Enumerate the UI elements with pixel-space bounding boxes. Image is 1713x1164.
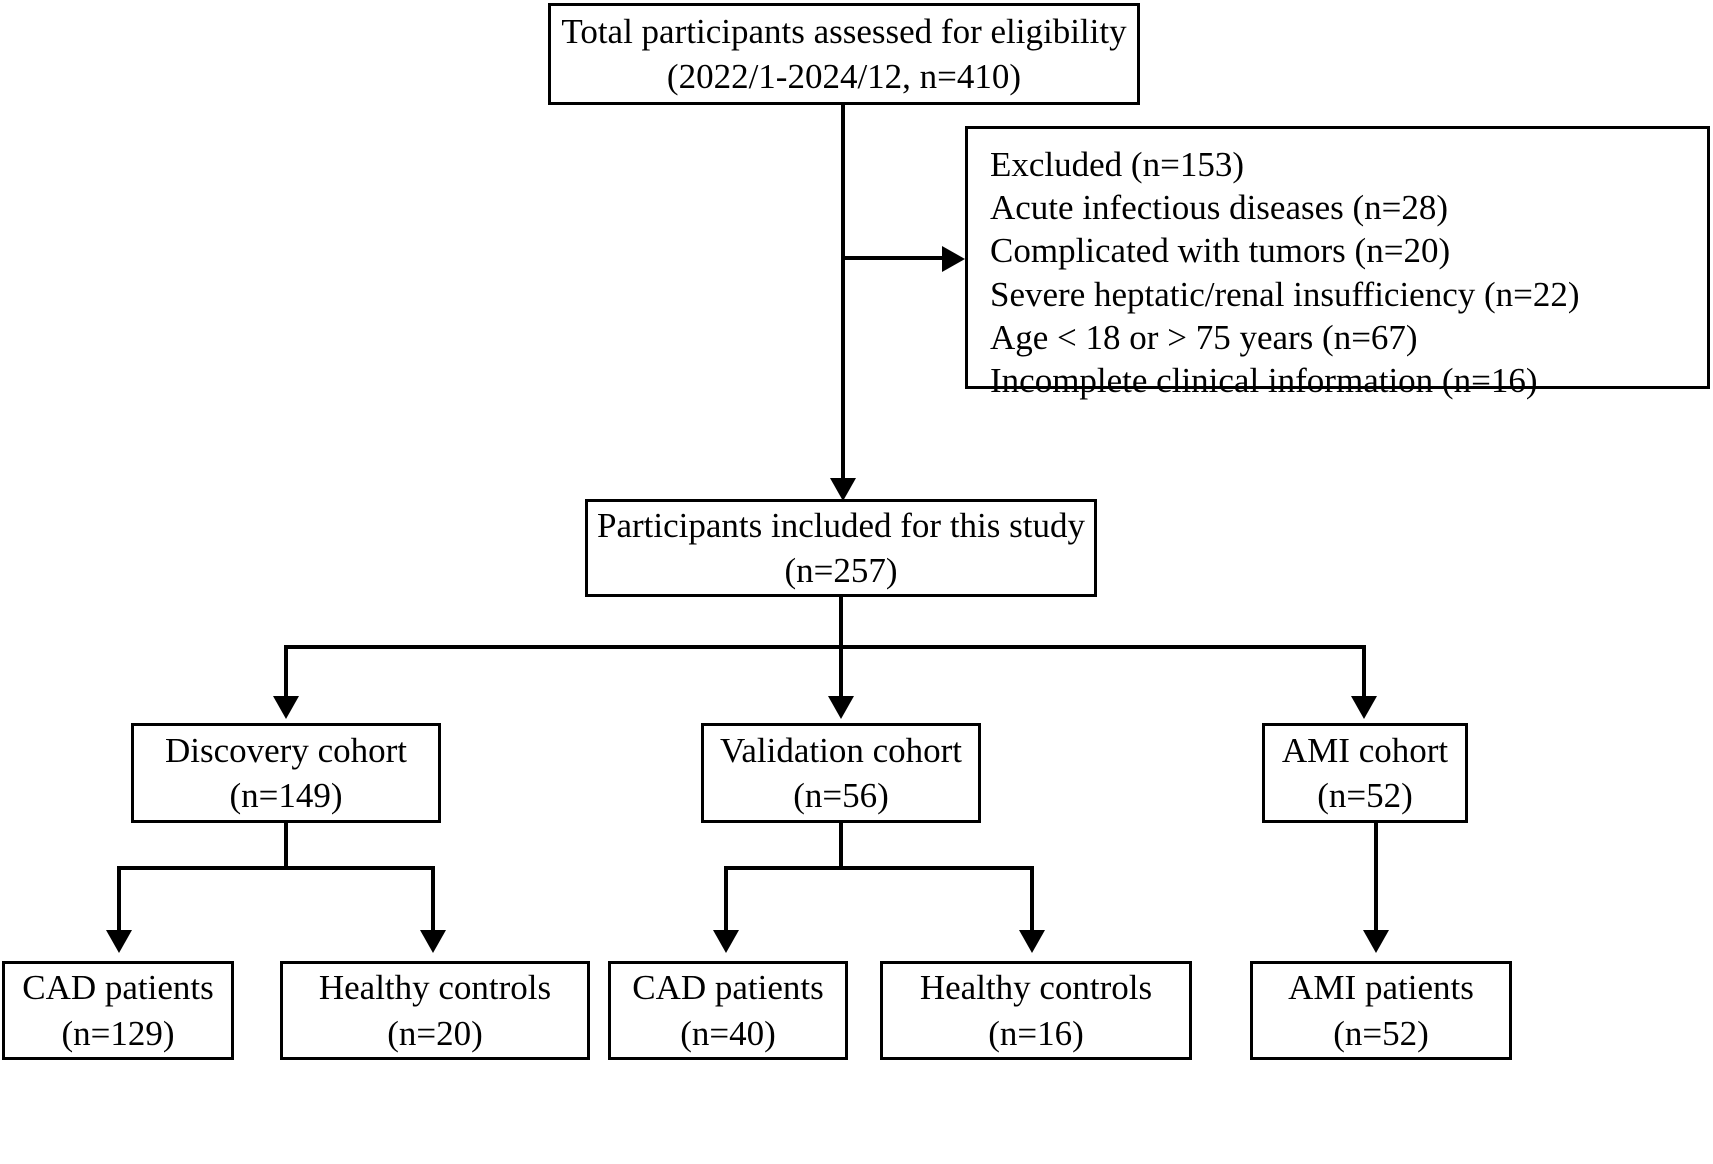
node-validation-cohort-line1: Validation cohort [719,730,963,770]
node-leaf-healthy-validation-line1: Healthy controls [919,968,1153,1007]
connector-included-stem [839,597,843,647]
node-leaf-healthy-discovery-line2: (n=20) [387,1013,483,1053]
arrowhead-ami-cohort [1351,696,1377,719]
connector-drop-leaf-4 [1374,823,1378,932]
arrowhead-leaf-4 [1363,930,1389,953]
arrowhead-validation-cohort [828,696,854,719]
arrowhead-excluded [942,246,965,272]
connector-drop-leaf-3 [1030,866,1034,932]
node-leaf-healthy-validation-line2: (n=16) [988,1013,1084,1053]
arrowhead-leaf-1 [420,930,446,953]
connector-validation-stem [839,823,843,868]
node-excluded-line4: Severe heptatic/renal insufficiency (n=2… [990,274,1580,314]
connector-drop-validation [839,645,843,700]
arrowhead-included [830,478,856,501]
connector-discovery-stem [284,823,288,868]
node-excluded-line3: Complicated with tumors (n=20) [990,231,1451,271]
node-ami-cohort: AMI cohort (n=52) [1262,723,1468,823]
node-discovery-cohort-line2: (n=149) [229,776,343,815]
node-leaf-ami-patients-line1: AMI patients [1288,968,1474,1007]
node-validation-cohort: Validation cohort (n=56) [701,723,981,823]
node-leaf-cad-validation: CAD patients (n=40) [608,961,848,1060]
node-included-participants: Participants included for this study (n=… [585,499,1097,597]
connector-drop-ami [1362,645,1366,700]
arrowhead-leaf-2 [713,930,739,953]
node-leaf-cad-discovery-line1: CAD patients [22,968,214,1007]
node-total-participants-line2: (2022/1-2024/12, n=410) [666,57,1022,96]
node-total-participants-line1: Total participants assessed for eligibil… [561,11,1127,51]
node-leaf-healthy-validation: Healthy controls (n=16) [880,961,1192,1060]
node-ami-cohort-line1: AMI cohort [1281,730,1449,770]
connector-drop-leaf-0 [117,866,121,932]
node-total-participants: Total participants assessed for eligibil… [548,3,1140,105]
node-leaf-healthy-discovery: Healthy controls (n=20) [280,961,590,1060]
node-leaf-cad-discovery: CAD patients (n=129) [2,961,234,1060]
node-validation-cohort-line2: (n=56) [793,776,889,815]
node-included-participants-line1: Participants included for this study [597,505,1085,545]
node-excluded-line1: Excluded (n=153) [990,145,1244,184]
node-leaf-cad-discovery-line2: (n=129) [61,1013,175,1053]
connector-trunk-to-excluded [845,256,945,260]
connector-validation-bus [724,866,1034,870]
node-excluded: Excluded (n=153) Acute infectious diseas… [965,126,1710,400]
connector-drop-leaf-1 [431,866,435,932]
connector-discovery-bus [117,866,435,870]
node-leaf-cad-validation-line1: CAD patients [632,968,824,1007]
arrowhead-leaf-0 [106,930,132,953]
node-ami-cohort-line2: (n=52) [1317,776,1413,815]
arrowhead-discovery-cohort [273,696,299,719]
connector-cohort-bus [284,645,1366,649]
connector-total-to-included [841,105,845,493]
node-excluded-line5: Age < 18 or > 75 years (n=67) [990,317,1418,357]
node-leaf-ami-patients-line2: (n=52) [1333,1013,1429,1053]
connector-drop-discovery [284,645,288,700]
node-excluded-line6: Incomplete clinical information (n=16) [990,361,1538,401]
node-discovery-cohort: Discovery cohort (n=149) [131,723,441,823]
arrowhead-leaf-3 [1019,930,1045,953]
node-included-participants-line2: (n=257) [784,551,898,590]
connector-drop-leaf-2 [724,866,728,932]
node-leaf-ami-patients: AMI patients (n=52) [1250,961,1512,1060]
node-discovery-cohort-line1: Discovery cohort [164,730,407,770]
node-excluded-line2: Acute infectious diseases (n=28) [990,188,1449,228]
node-leaf-healthy-discovery-line1: Healthy controls [318,968,552,1007]
node-leaf-cad-validation-line2: (n=40) [680,1013,776,1053]
